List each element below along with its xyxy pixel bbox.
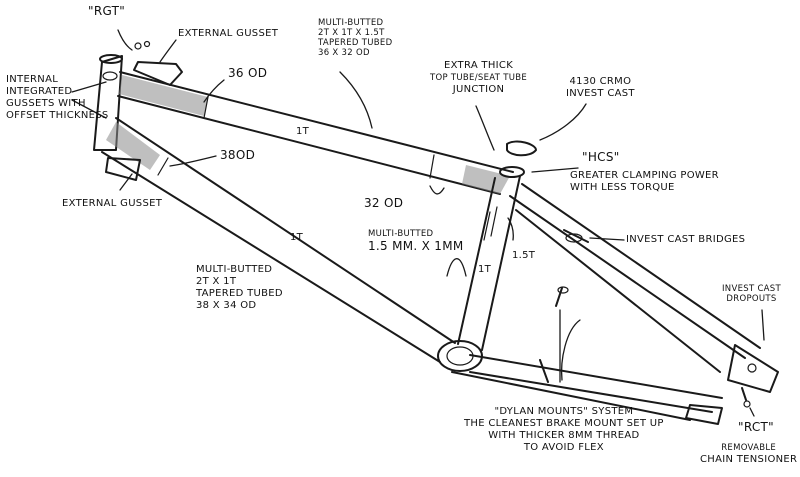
seat-tube-spec-line-1: Multi-Butted [368,229,434,239]
hcs-label: "HCS" [582,150,620,164]
cromo-label: 4130 CRMO Invest Cast [566,76,635,100]
down-tube-spec-line-4: 38 x 34 OD [196,300,257,311]
rct-tensioner-icon [741,387,751,408]
od-38-label: 38OD [220,148,256,162]
dylan-line-1: "Dylan Mounts" System [494,406,634,417]
dropouts-label: Invest Cast Dropouts [722,284,781,304]
hcs-desc-line-1: Greater Clamping Power [570,170,719,181]
dylan-line-3: With Thicker 8MM Thread [488,430,640,441]
dylan-line-4: To Avoid Flex [523,442,604,453]
down-tube-wall-label: 1T [290,232,304,243]
tensioner-line-1: Removable [721,443,777,453]
down-tube-spec-line-3: Tapered Tubed [196,288,283,299]
dropouts-line-1: Invest Cast [722,284,781,294]
top-tube-spec-line-1: Multi-Butted [318,18,384,28]
top-tube-spec-line-2: 2T x 1T x 1.5T [318,28,385,38]
external-gusset-top-label: External Gusset [178,28,279,39]
cromo-line-1: 4130 CRMO [569,76,632,87]
dropout-part [685,344,779,425]
bridges-label: Invest Cast Bridges [626,234,746,245]
internal-gussets-line-1: Internal [6,74,59,85]
external-gusset-bottom-part [105,157,141,181]
od-36-label: 36 OD [228,66,268,80]
internal-gussets-label: Internal Integrated Gussets with Offset … [6,74,109,122]
head-tube [93,54,123,151]
top-tube-spec-line-4: 36 x 32 OD [318,48,370,58]
od-32-label: 32 OD [364,196,404,210]
leader-lines [71,29,765,417]
cromo-cast-part [506,140,537,157]
tensioner-line-2: Chain Tensioner [700,454,798,465]
rgt-bolt-icon [134,40,151,50]
bottom-bracket [437,340,483,372]
top-tube-spec-label: Multi-Butted 2T x 1T x 1.5T Tapered Tube… [318,18,392,58]
dylan-line-2: The Cleanest Brake Mount Set Up [464,418,664,429]
seat-tube [457,166,525,351]
junction-line-2: Top Tube/Seat Tube [430,73,528,83]
hcs-desc-label: Greater Clamping Power with less Torque [570,170,719,194]
top-tube [117,71,514,195]
brake-mount-bolt-icon [555,286,569,307]
internal-gussets-line-4: Offset Thickness [6,110,109,121]
external-gusset-bottom-label: External Gusset [62,198,163,209]
down-tube-spec-label: Multi-Butted 2T x 1T Tapered Tubed 38 x … [196,264,283,312]
seat-tube-spec-line-2: 1.5 MM. x 1MM [368,239,464,253]
rct-label: "RCT" [738,420,774,434]
hcs-desc-line-2: with less Torque [570,182,675,193]
seat-tube-spec-label: Multi-Butted 1.5 MM. x 1MM [368,228,464,252]
down-tube-spec-line-2: 2T x 1T [196,276,237,287]
junction-label: Extra Thick Top Tube/Seat Tube Junction [430,60,527,96]
rgt-label: "RGT" [88,4,126,18]
seat-tube-wall-label: 1T [478,264,492,275]
down-tube [101,117,456,363]
dylan-mounts-label: "Dylan Mounts" System The Cleanest Brake… [464,406,664,454]
dropouts-line-2: Dropouts [726,294,777,304]
junction-line-3: Junction [452,84,505,95]
seat-stay-wall-label: 1.5T [512,250,536,261]
seat-stays [509,183,761,373]
junction-line-1: Extra Thick [443,60,514,71]
internal-gussets-line-2: Integrated [6,86,73,97]
tensioner-label: Removable Chain Tensioner [700,442,797,466]
cromo-line-2: Invest Cast [566,88,635,99]
top-tube-spec-line-3: Tapered Tubed [318,38,393,48]
top-tube-wall-label: 1T [296,126,310,137]
down-tube-spec-line-1: Multi-Butted [196,264,273,275]
chain-stays [451,354,723,421]
external-gusset-top-part [133,61,183,86]
internal-gussets-line-3: Gussets with [6,98,86,109]
